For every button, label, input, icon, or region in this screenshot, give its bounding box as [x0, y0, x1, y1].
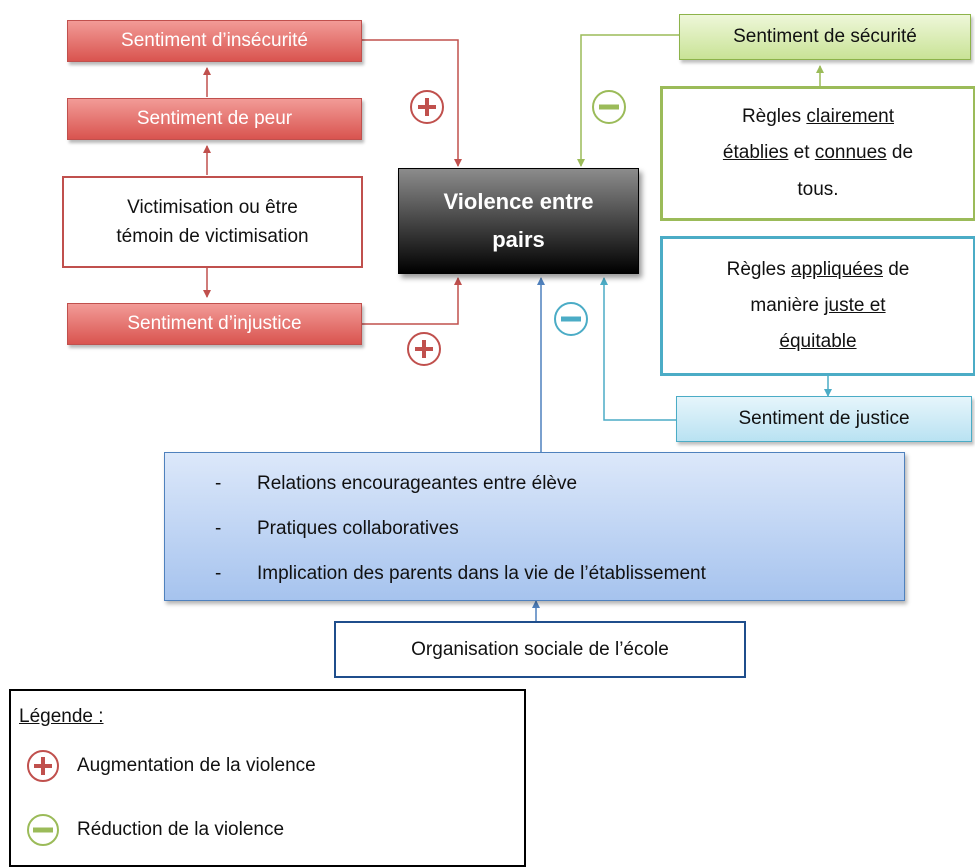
list-item: Implication des parents dans la vie de l…: [215, 551, 904, 596]
organisation-sociale-box: Organisation sociale de l’école: [334, 621, 746, 678]
legend-minus-row: Réduction de la violence: [25, 812, 284, 848]
legend-plus-label: Augmentation de la violence: [77, 755, 316, 776]
minus-circle-icon: [27, 814, 59, 846]
school-practices-list: Relations encourageantes entre élève Pra…: [215, 461, 904, 596]
list-item: Relations encourageantes entre élève: [215, 461, 904, 506]
minus-sign-green: [592, 90, 626, 124]
violence-line1: Violence entre: [443, 188, 594, 214]
sentiment-injustice-box: Sentiment d’injustice: [67, 303, 362, 345]
sentiment-justice-label: Sentiment de justice: [738, 408, 910, 430]
sentiment-justice-box: Sentiment de justice: [676, 396, 972, 442]
arrow-insecurite-to-violence: [362, 39, 462, 167]
list-item: Pratiques collaboratives: [215, 506, 904, 551]
violence-line2: pairs: [492, 227, 545, 252]
arrow-injustice-to-violence: [362, 277, 462, 325]
juste-et-underlined: juste et: [824, 294, 886, 316]
sentiment-insecurite-box: Sentiment d’insécurité: [67, 20, 362, 62]
violence-entre-pairs-box: Violence entre pairs: [398, 168, 639, 274]
organisation-sociale-label: Organisation sociale de l’école: [411, 638, 669, 660]
victimisation-box: Victimisation ou être témoin de victimis…: [62, 176, 363, 268]
minus-sign-cyan: [554, 302, 588, 336]
victimisation-line1: Victimisation ou être: [127, 196, 298, 218]
plus-sign-lower: [407, 332, 441, 366]
etablies-underlined: établies: [722, 142, 789, 164]
clairement-underlined: clairement: [806, 106, 895, 128]
school-practices-box: Relations encourageantes entre élève Pra…: [164, 452, 905, 601]
regles-clairement-etablies-box: Règles clairement établies et connues de…: [660, 86, 975, 221]
arrow-justice-to-violence: [600, 277, 676, 421]
arrow-securite-to-violence: [577, 34, 679, 167]
regles-appliquees-box: Règles appliquées de manière juste et éq…: [660, 236, 975, 376]
legend-minus-label: Réduction de la violence: [77, 819, 285, 840]
sentiment-peur-label: Sentiment de peur: [136, 108, 293, 130]
plus-sign-upper: [410, 90, 444, 124]
legend-plus-row: Augmentation de la violence: [25, 748, 316, 784]
sentiment-peur-box: Sentiment de peur: [67, 98, 362, 140]
appliquees-underlined: appliquées: [791, 258, 883, 280]
sentiment-injustice-label: Sentiment d’injustice: [127, 313, 302, 335]
connues-underlined: connues: [814, 142, 887, 164]
legend-title: Légende :: [19, 706, 104, 727]
sentiment-securite-label: Sentiment de sécurité: [733, 26, 917, 48]
legend-box: Légende : Augmentation de la violence Ré…: [9, 689, 526, 867]
plus-circle-icon: [27, 750, 59, 782]
victimisation-line2: témoin de victimisation: [116, 226, 309, 247]
sentiment-securite-box: Sentiment de sécurité: [679, 14, 971, 60]
equitable-underlined: équitable: [779, 331, 857, 353]
sentiment-insecurite-label: Sentiment d’insécurité: [121, 30, 308, 52]
